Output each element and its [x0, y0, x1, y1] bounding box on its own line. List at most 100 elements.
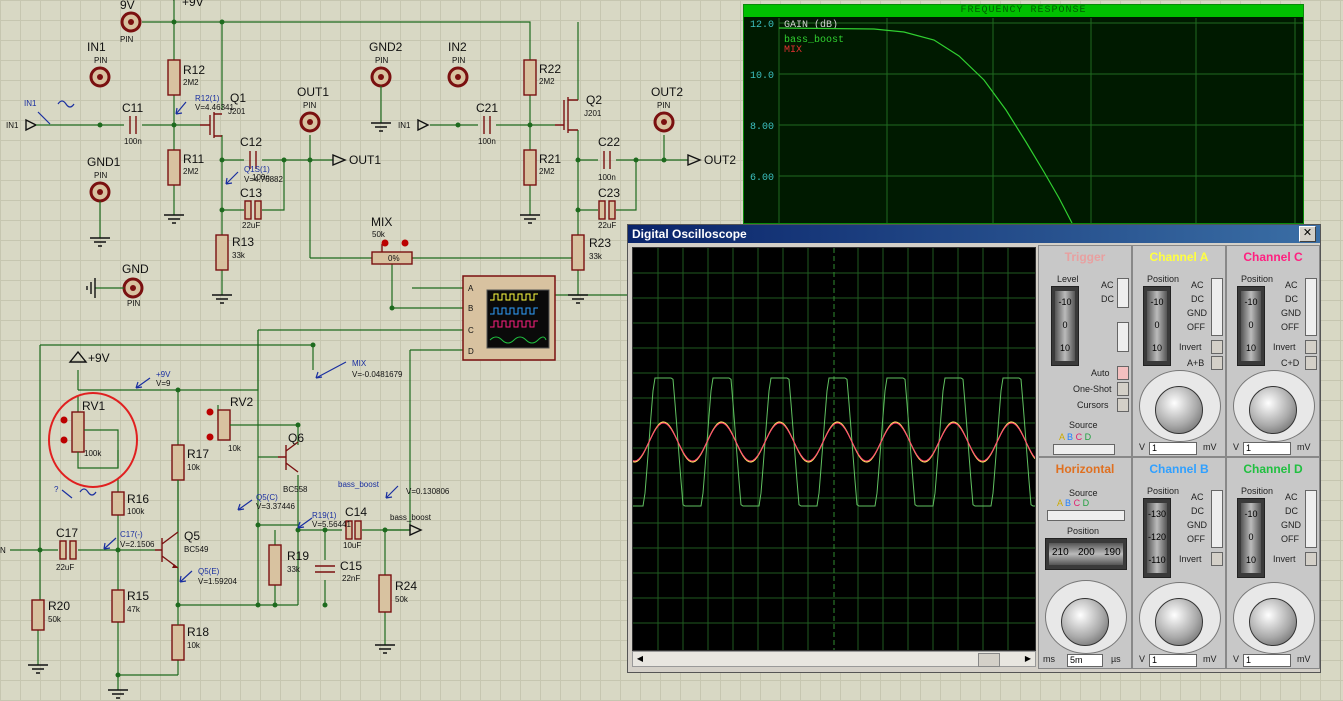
timebase-knob[interactable] — [1061, 598, 1109, 646]
channel-c-mode-switch[interactable] — [1305, 278, 1317, 336]
svg-text:100n: 100n — [478, 137, 496, 146]
pin-in1[interactable]: IN1 PIN — [87, 40, 111, 88]
close-button[interactable]: ✕ — [1299, 226, 1316, 242]
channel-a-sum-button[interactable] — [1211, 356, 1223, 370]
channel-c-sum-button[interactable] — [1305, 356, 1317, 370]
pin-in2[interactable]: IN2 PIN — [447, 40, 469, 88]
channel-d-volt-knob[interactable] — [1249, 598, 1297, 646]
pin-out2[interactable]: OUT2 PIN — [651, 85, 683, 133]
channel-b-volt-knob[interactable] — [1155, 598, 1203, 646]
channel-d-invert-button[interactable] — [1305, 552, 1317, 566]
trigger-oneshot-button[interactable] — [1117, 382, 1129, 396]
svg-text:V=9: V=9 — [156, 379, 171, 388]
terminal-in1-right: IN1 — [398, 118, 430, 132]
trigger-source-slider[interactable] — [1053, 444, 1115, 455]
channel-c-invert-label: Invert — [1273, 342, 1296, 352]
channel-c-volt-input[interactable]: 1 — [1243, 442, 1291, 455]
probe-r12[interactable]: R12(1)V=4.46341 — [175, 94, 234, 115]
channel-b-volt-input[interactable]: 1 — [1149, 654, 1197, 667]
trigger-auto-label: Auto — [1091, 368, 1110, 378]
channel-b-invert-button[interactable] — [1211, 552, 1223, 566]
probe-q5c[interactable]: Q5(C)V=3.37446 — [237, 493, 295, 511]
channel-a-invert-button[interactable] — [1211, 340, 1223, 354]
horizontal-source-slider[interactable] — [1047, 510, 1125, 521]
channel-c-invert-button[interactable] — [1305, 340, 1317, 354]
channel-a-volt-input[interactable]: 1 — [1149, 442, 1197, 455]
channel-b-mode-switch[interactable] — [1211, 490, 1223, 548]
channel-b-position-slider[interactable]: -130-120-110 — [1143, 498, 1171, 578]
pin-9v[interactable]: 9V PIN — [120, 0, 142, 44]
svg-text:GND: GND — [122, 262, 149, 276]
probe-c17[interactable]: C17(-)V=2.1506 — [103, 530, 155, 550]
channel-a-mode-switch[interactable] — [1211, 278, 1223, 336]
channel-c-volt-knob[interactable] — [1249, 386, 1297, 434]
frequency-response-graph[interactable]: FREQUENCY RESPONSE 12.0 10.0 8.00 6.00 G… — [743, 4, 1304, 224]
probe-r19[interactable]: R19(1)V=5.56441 — [297, 511, 351, 529]
pin-gnd[interactable]: GND PIN — [86, 262, 149, 308]
scroll-left-arrow[interactable]: ◀ — [636, 654, 644, 663]
oscilloscope-window[interactable]: Digital Oscilloscope ✕ ◀ ▶ Trigger Level… — [627, 224, 1321, 673]
trigger-edge-switch[interactable] — [1117, 322, 1129, 352]
potentiometer-rv1[interactable]: RV1 100k — [60, 399, 119, 469]
trigger-cursors-button[interactable] — [1117, 398, 1129, 412]
probe-q1s[interactable]: Q1S(1)V=4.76882 — [225, 165, 283, 185]
ground-r11 — [164, 214, 184, 224]
pin-out1[interactable]: OUT1 PIN — [297, 85, 329, 133]
oscilloscope-screen[interactable] — [632, 247, 1036, 651]
probe-q5e[interactable]: Q5(E)V=1.59204 — [179, 567, 237, 586]
timebase-input[interactable]: 5m — [1067, 654, 1103, 667]
pin-gnd2[interactable]: GND2 PIN — [369, 40, 403, 132]
trigger-coupling-switch[interactable] — [1117, 278, 1129, 308]
generator-in1[interactable]: IN1 — [24, 99, 75, 125]
scope-symbol[interactable]: A B C D — [462, 275, 556, 361]
trigger-level-slider[interactable]: -10 0 10 — [1051, 286, 1079, 366]
svg-text:V=0.130806: V=0.130806 — [406, 487, 450, 496]
scroll-thumb[interactable] — [978, 653, 1000, 667]
svg-text:PIN: PIN — [452, 56, 466, 65]
transistor-q6[interactable]: Q6 BC558 — [278, 431, 308, 494]
transistor-q5[interactable]: Q5 BC549 — [155, 529, 209, 569]
horizontal-position-slider[interactable]: 210 200 190 — [1045, 538, 1127, 570]
scroll-right-arrow[interactable]: ▶ — [1024, 654, 1032, 663]
channel-d-mode-switch[interactable] — [1305, 490, 1317, 548]
potentiometer-mix[interactable]: 0% MIX 50k — [371, 215, 413, 265]
channel-d-volt-input[interactable]: 1 — [1243, 654, 1291, 667]
trigger-auto-button[interactable] — [1117, 366, 1129, 380]
pin-gnd1[interactable]: GND1 PIN — [87, 155, 121, 247]
channel-a-volt-knob[interactable] — [1155, 386, 1203, 434]
potentiometer-rv2[interactable]: RV2 10k — [206, 395, 254, 453]
probe-9v[interactable]: +9VV=9 — [135, 370, 171, 389]
horizontal-scrollbar[interactable]: ◀ ▶ — [632, 651, 1036, 667]
svg-text:R12(1): R12(1) — [195, 94, 220, 103]
